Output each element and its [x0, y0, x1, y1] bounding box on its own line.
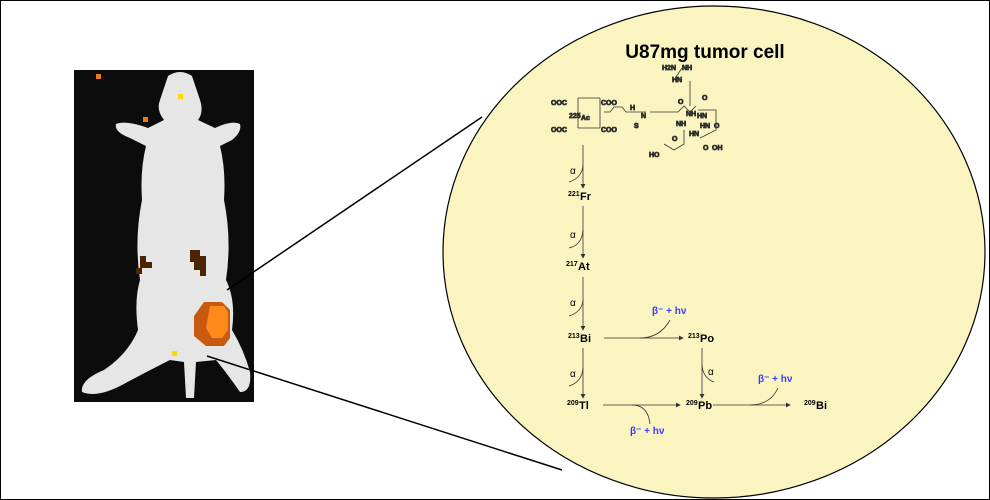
tumor-cell-circle — [442, 5, 986, 499]
mouse-bioluminescence-image — [74, 70, 254, 402]
zoom-line-lower — [206, 355, 563, 471]
svg-text:N: N — [641, 113, 646, 120]
tumor-signal-core — [206, 306, 228, 338]
signal-spot — [178, 94, 183, 99]
beta-gamma-label: β⁻ + hν — [652, 306, 687, 317]
svg-text:At: At — [578, 261, 590, 273]
svg-text:213: 213 — [568, 333, 580, 340]
alpha-label: α — [570, 166, 576, 177]
svg-text:221: 221 — [568, 191, 580, 198]
beta-gamma-label: β⁻ + hν — [758, 374, 793, 385]
svg-text:209: 209 — [804, 400, 816, 407]
svg-text:Pb: Pb — [698, 400, 712, 412]
svg-text:Ac: Ac — [581, 115, 590, 122]
svg-text:O: O — [672, 136, 678, 143]
decay-arrows — [568, 145, 791, 425]
alpha-label: α — [570, 369, 576, 380]
svg-text:NH: NH — [682, 65, 692, 72]
zoom-line-upper — [226, 116, 483, 291]
svg-text:209: 209 — [567, 400, 579, 407]
alpha-label: α — [570, 298, 576, 309]
svg-text:S: S — [634, 123, 639, 130]
svg-text:COO: COO — [601, 127, 618, 134]
svg-text:Fr: Fr — [580, 191, 592, 203]
svg-text:H: H — [630, 105, 635, 112]
signal-spot — [172, 351, 177, 356]
svg-text:217: 217 — [566, 261, 578, 268]
svg-text:OOC: OOC — [551, 100, 567, 107]
svg-text:HO: HO — [649, 152, 660, 159]
weak-signal — [190, 250, 206, 276]
svg-text:225: 225 — [569, 113, 581, 120]
signal-spot — [96, 74, 101, 79]
svg-text:OH: OH — [712, 145, 723, 152]
svg-text:Po: Po — [700, 333, 714, 345]
svg-text:Bi: Bi — [580, 333, 591, 345]
alpha-label: α — [708, 367, 714, 378]
svg-text:NH: NH — [676, 121, 686, 128]
svg-text:HN: HN — [672, 77, 682, 84]
svg-text:O: O — [702, 95, 708, 102]
svg-text:Tl: Tl — [579, 400, 589, 412]
svg-text:COO: COO — [601, 100, 618, 107]
svg-text:H2N: H2N — [662, 65, 676, 72]
beta-gamma-label: β⁻ + hν — [630, 426, 665, 437]
svg-text:O: O — [714, 123, 720, 130]
svg-text:209: 209 — [686, 400, 698, 407]
cell-title: U87mg tumor cell — [625, 42, 784, 63]
svg-text:OOC: OOC — [551, 127, 567, 134]
svg-text:O: O — [703, 145, 709, 152]
alpha-label: α — [570, 230, 576, 241]
ac225-peptide-conjugate-structure: OOC COO OOC COO 225 Ac H2N NH HN H N S O… — [551, 65, 723, 160]
signal-spot — [143, 117, 148, 122]
svg-text:213: 213 — [688, 333, 700, 340]
svg-text:HN: HN — [697, 113, 707, 120]
weak-signal — [136, 256, 152, 274]
svg-text:NH: NH — [686, 111, 696, 118]
svg-text:HN: HN — [689, 131, 699, 138]
svg-text:Bi: Bi — [816, 400, 827, 412]
svg-text:O: O — [678, 99, 684, 106]
svg-text:HN: HN — [700, 123, 710, 130]
